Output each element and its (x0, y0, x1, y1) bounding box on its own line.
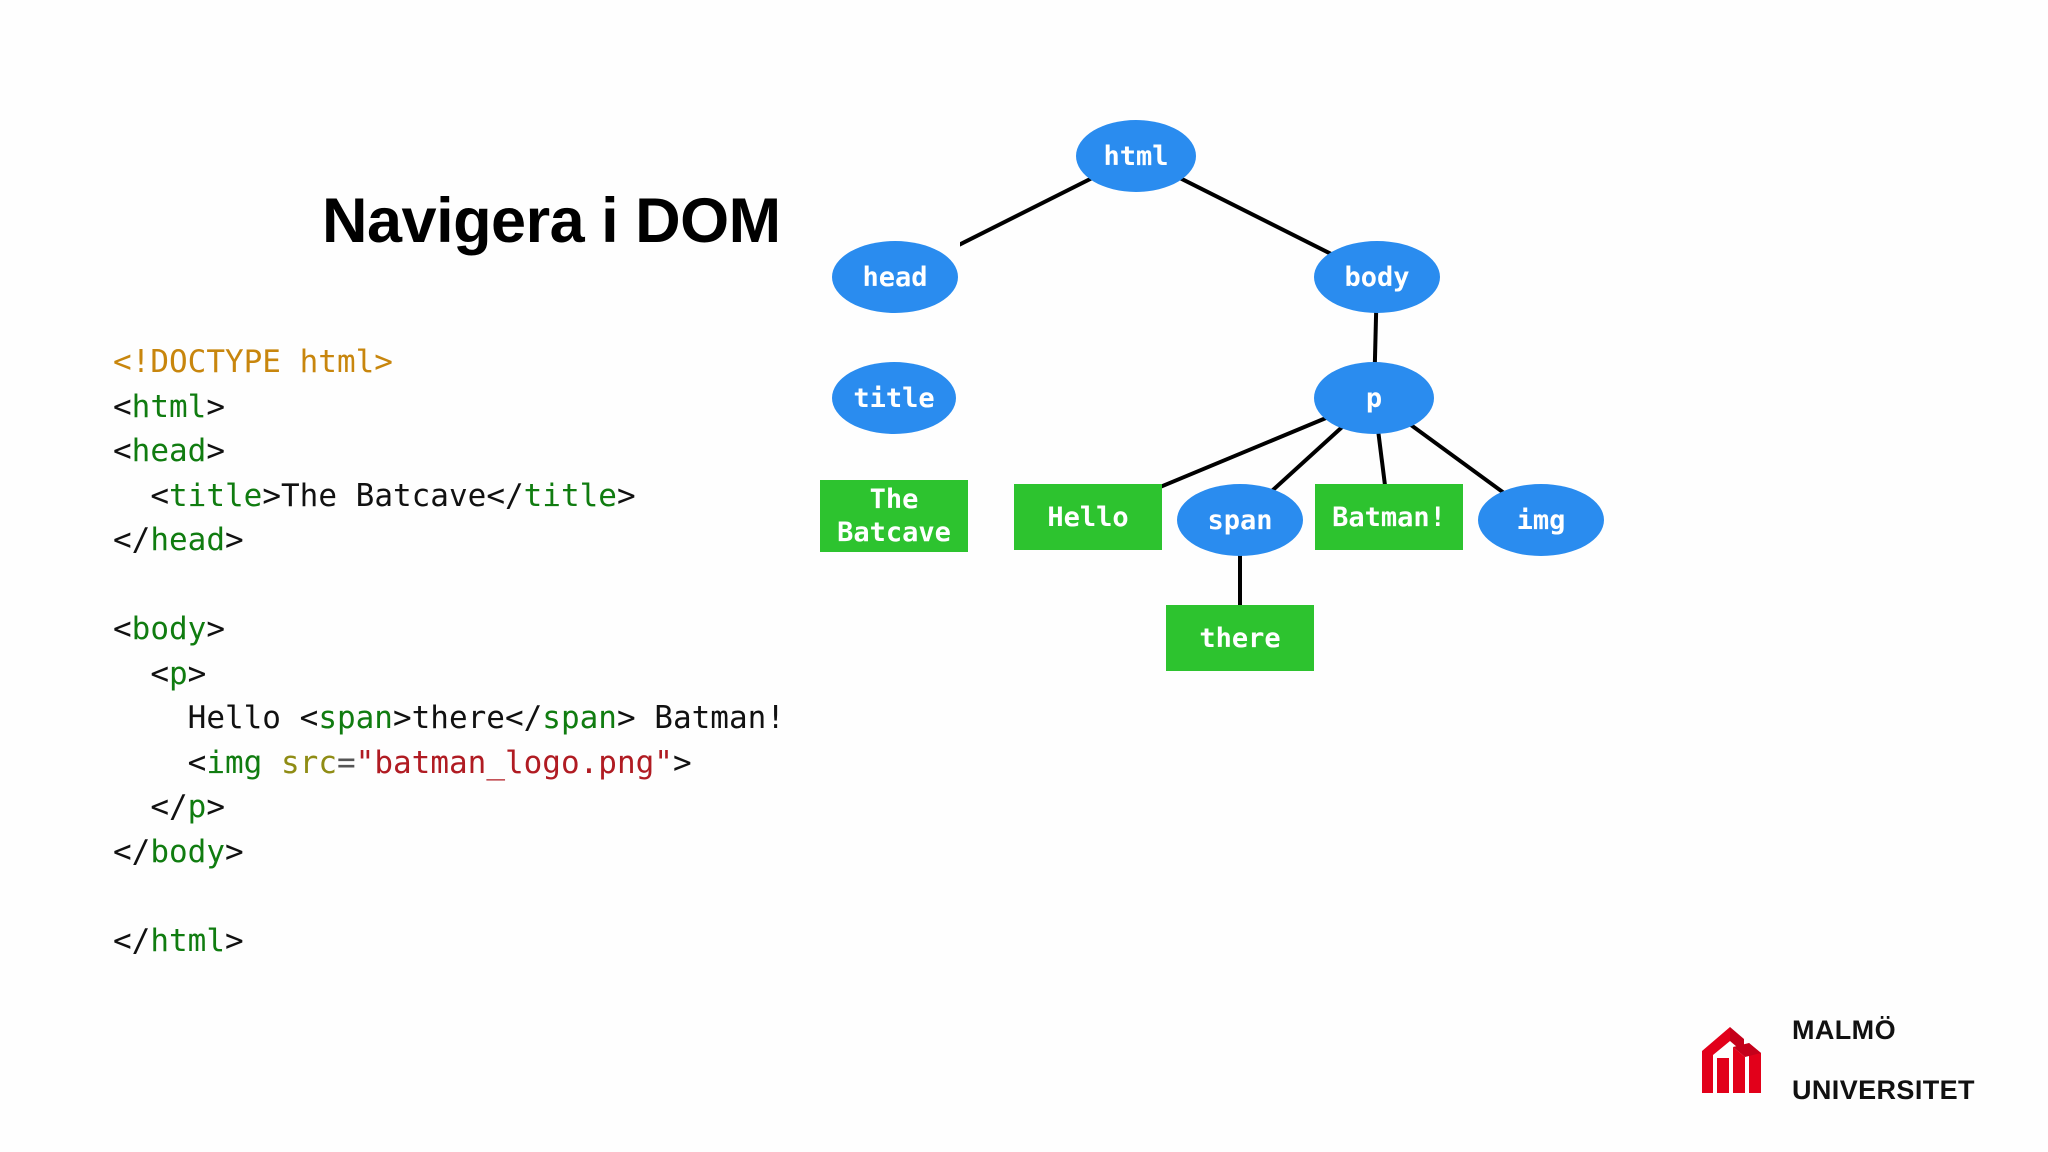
code-token-tag: img (206, 744, 263, 781)
code-line: <head> (113, 429, 785, 474)
code-token-punct: </ (150, 789, 188, 825)
tree-node-t-there: there (1166, 605, 1314, 671)
malmo-universitet-logo: MALMÖ UNIVERSITET (1700, 1015, 2000, 1105)
code-token-punct: > (262, 477, 281, 514)
code-token-tag: p (187, 789, 207, 825)
code-token-punct: > (187, 655, 207, 692)
code-token-punct: < (113, 611, 132, 647)
code-token-text: Batman! (635, 700, 785, 736)
code-token-tag: span (542, 700, 617, 736)
tree-node-img: img (1478, 484, 1604, 556)
code-line (113, 874, 785, 919)
code-token-punct: < (299, 700, 319, 736)
code-token-tag: span (318, 700, 393, 736)
code-token-attr: src (281, 744, 337, 781)
code-token-text: The Batcave (281, 477, 487, 514)
code-token-text (262, 745, 281, 781)
code-token-tag: body (131, 611, 207, 647)
code-token-punct: > (672, 744, 692, 781)
malmo-logo-text: MALMÖ UNIVERSITET (1792, 985, 1975, 1135)
html-code-listing: <!DOCTYPE html><html><head> <title>The B… (113, 340, 785, 963)
tree-node-p: p (1314, 362, 1434, 434)
logo-line-2: UNIVERSITET (1792, 1075, 1975, 1105)
code-token-punct: > (616, 700, 636, 736)
code-line: <p> (113, 652, 785, 697)
code-token-eq: = (337, 744, 356, 781)
code-token-punct: > (206, 611, 225, 647)
code-token-punct: > (206, 433, 225, 469)
code-token-text: Hello (187, 700, 300, 736)
code-token-punct: > (616, 477, 636, 514)
code-token-tag: title (169, 477, 263, 514)
logo-line-1: MALMÖ (1792, 1015, 1896, 1045)
tree-node-t-hello: Hello (1014, 484, 1162, 550)
code-token-text: there (411, 700, 505, 736)
tree-node-title: title (832, 362, 956, 434)
code-token-str: "batman_logo.png" (355, 744, 673, 781)
code-line: <!DOCTYPE html> (113, 340, 785, 385)
code-line: </html> (113, 919, 785, 964)
code-token-punct: </ (113, 833, 151, 870)
code-token-punct: </ (486, 477, 524, 514)
code-line: </body> (113, 830, 785, 875)
code-token-punct: > (224, 922, 244, 959)
code-token-punct: </ (504, 700, 543, 736)
page-title: Navigera i DOM (322, 186, 781, 256)
code-line: <body> (113, 607, 785, 652)
tree-node-body: body (1314, 241, 1440, 313)
code-token-punct: > (224, 833, 244, 870)
code-token-punct: < (113, 433, 132, 469)
malmo-logo-mark (1702, 1027, 1761, 1093)
code-token-punct: > (392, 700, 412, 736)
code-line: <title>The Batcave</title> (113, 474, 785, 519)
code-line (113, 563, 785, 608)
code-token-tag: head (131, 433, 207, 469)
code-token-punct: < (150, 655, 169, 692)
tree-node-t-the-batcave: The Batcave (820, 480, 968, 552)
code-token-punct: < (150, 477, 169, 514)
code-token-punct: > (224, 522, 244, 558)
code-line: </head> (113, 518, 785, 563)
code-line: </p> (113, 785, 785, 830)
tree-node-head: head (832, 241, 958, 313)
code-token-tag: title (523, 477, 617, 514)
code-token-punct: </ (113, 522, 151, 558)
code-token-punct: < (113, 388, 132, 425)
code-token-tag: html (131, 388, 207, 425)
code-token-punct: > (206, 388, 225, 425)
code-token-tag: head (150, 522, 225, 558)
code-token-tag: body (150, 833, 225, 870)
tree-node-t-batman: Batman! (1315, 484, 1463, 550)
tree-node-span: span (1177, 484, 1303, 556)
code-token-punct: > (206, 789, 225, 825)
code-token-punct: </ (113, 922, 151, 959)
code-line: Hello <span>there</span> Batman! (113, 696, 785, 741)
code-line: <html> (113, 385, 785, 430)
code-line: <img src="batman_logo.png"> (113, 741, 785, 786)
code-token-doctype: <!DOCTYPE html> (113, 344, 393, 380)
code-token-tag: p (169, 655, 188, 692)
tree-node-html: html (1076, 120, 1196, 192)
code-token-punct: < (187, 744, 207, 781)
code-token-tag: html (150, 922, 225, 959)
